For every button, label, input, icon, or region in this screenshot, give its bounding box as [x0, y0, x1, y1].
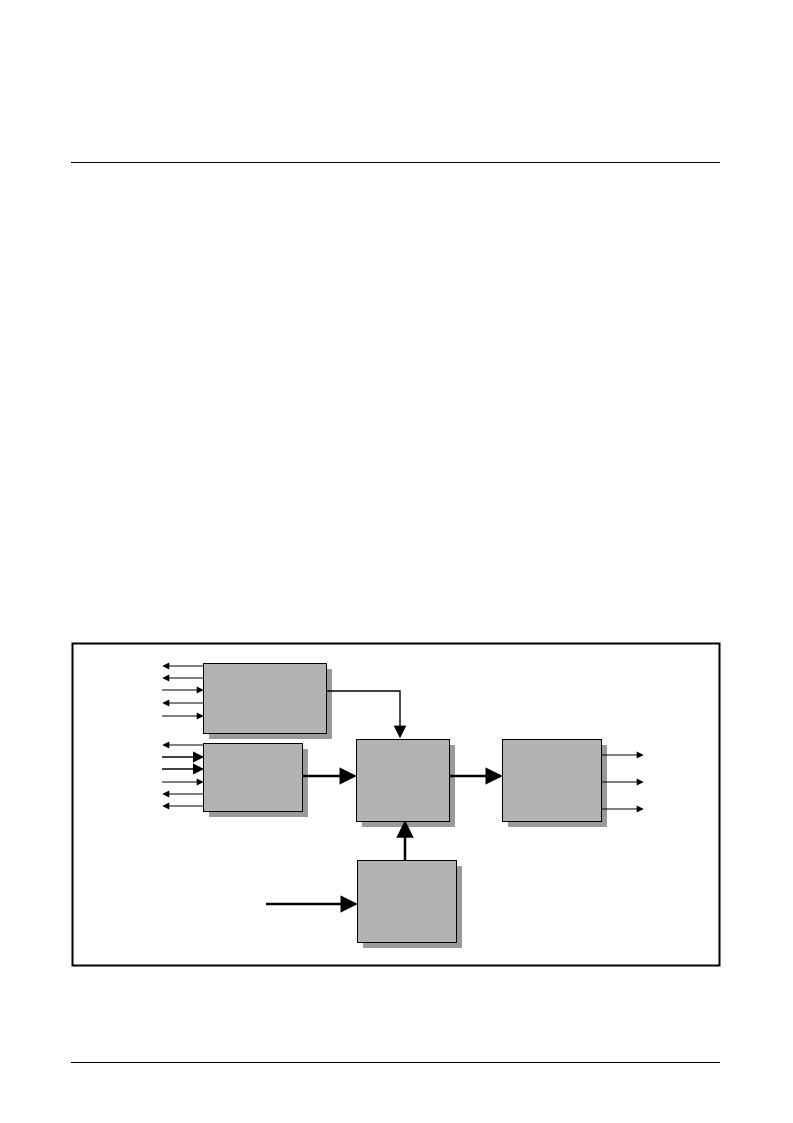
io-lines-right — [602, 751, 644, 813]
connector-top-left-to-center — [327, 690, 407, 739]
block-right — [502, 739, 607, 827]
block-center — [356, 739, 455, 827]
header-rule — [71, 162, 720, 163]
block-bottom — [357, 860, 462, 948]
footer-rule — [71, 1062, 720, 1063]
block-top-left — [203, 663, 332, 739]
block-mid-left — [203, 743, 308, 817]
io-lines-mid-left — [162, 741, 205, 810]
io-lines-top-left — [162, 662, 204, 720]
